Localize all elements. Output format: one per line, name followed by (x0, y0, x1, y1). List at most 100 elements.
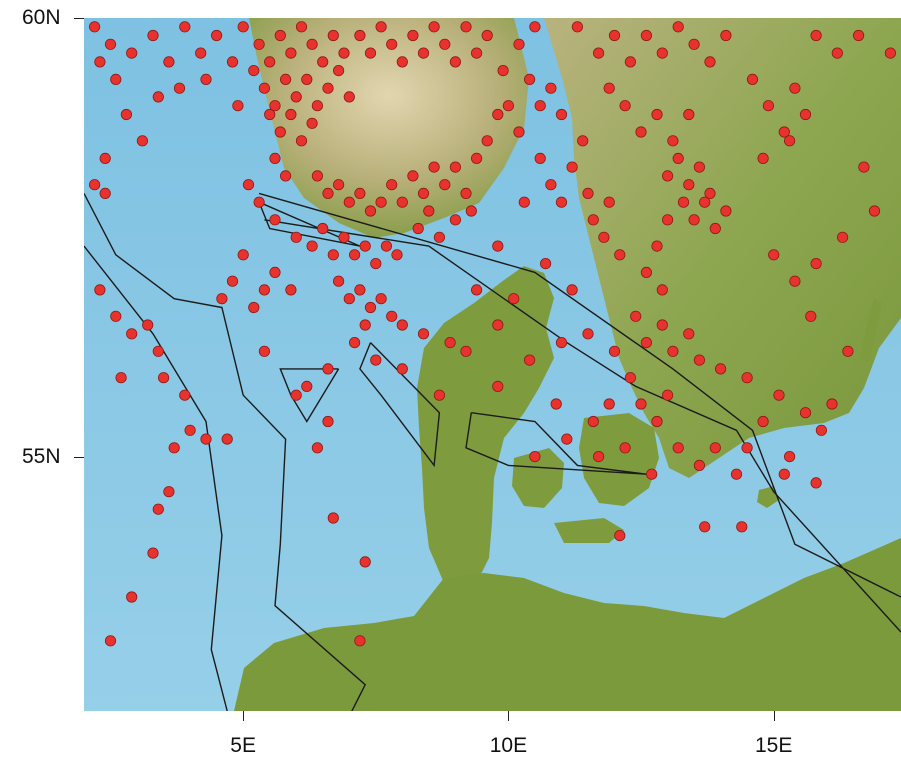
earthquake-point[interactable] (317, 56, 329, 68)
earthquake-point[interactable] (826, 398, 838, 410)
earthquake-point[interactable] (789, 275, 801, 287)
seismicity-map[interactable] (84, 18, 901, 711)
earthquake-point[interactable] (555, 108, 568, 121)
earthquake-point[interactable] (226, 275, 239, 287)
earthquake-point[interactable] (290, 91, 302, 103)
earthquake-point[interactable] (720, 29, 732, 42)
earthquake-point[interactable] (831, 47, 843, 59)
earthquake-point[interactable] (327, 29, 339, 42)
earthquake-point[interactable] (195, 47, 207, 59)
earthquake-point[interactable] (311, 170, 323, 182)
earthquake-point[interactable] (640, 266, 653, 278)
earthquake-point[interactable] (179, 21, 191, 33)
earthquake-point[interactable] (322, 415, 334, 428)
earthquake-point[interactable] (582, 187, 594, 199)
earthquake-point[interactable] (672, 442, 684, 454)
earthquake-point[interactable] (359, 240, 371, 252)
earthquake-point[interactable] (683, 328, 695, 340)
earthquake-point[interactable] (386, 179, 398, 191)
earthquake-point[interactable] (375, 293, 387, 305)
earthquake-point[interactable] (364, 301, 377, 314)
earthquake-point[interactable] (868, 205, 881, 217)
earthquake-point[interactable] (661, 389, 674, 401)
earthquake-point[interactable] (566, 284, 578, 296)
earthquake-point[interactable] (295, 21, 308, 33)
earthquake-point[interactable] (460, 345, 472, 357)
earthquake-point[interactable] (338, 47, 350, 59)
earthquake-point[interactable] (635, 398, 647, 410)
earthquake-point[interactable] (142, 319, 154, 331)
earthquake-point[interactable] (704, 187, 716, 199)
earthquake-point[interactable] (714, 363, 727, 375)
earthquake-point[interactable] (693, 354, 706, 366)
earthquake-point[interactable] (656, 284, 668, 296)
earthquake-point[interactable] (640, 29, 653, 42)
earthquake-point[interactable] (842, 345, 854, 357)
earthquake-point[interactable] (407, 29, 419, 42)
earthquake-point[interactable] (343, 196, 355, 208)
earthquake-point[interactable] (603, 196, 615, 208)
earthquake-point[interactable] (730, 468, 743, 480)
earthquake-point[interactable] (523, 73, 536, 86)
earthquake-point[interactable] (158, 372, 170, 384)
earthquake-point[interactable] (656, 47, 668, 59)
earthquake-point[interactable] (396, 319, 408, 331)
earthquake-point[interactable] (200, 433, 212, 445)
earthquake-point[interactable] (248, 301, 260, 314)
earthquake-point[interactable] (126, 328, 138, 340)
earthquake-point[interactable] (94, 56, 106, 68)
earthquake-point[interactable] (460, 21, 472, 33)
earthquake-point[interactable] (561, 433, 573, 445)
earthquake-point[interactable] (672, 21, 684, 33)
earthquake-point[interactable] (327, 249, 339, 261)
earthquake-point[interactable] (274, 126, 286, 138)
earthquake-point[interactable] (518, 196, 530, 208)
earthquake-point[interactable] (709, 442, 721, 454)
earthquake-point[interactable] (269, 214, 281, 226)
earthquake-point[interactable] (534, 100, 546, 112)
earthquake-point[interactable] (566, 161, 578, 173)
earthquake-point[interactable] (693, 459, 706, 471)
earthquake-point[interactable] (311, 442, 323, 454)
earthquake-point[interactable] (805, 310, 817, 322)
earthquake-point[interactable] (120, 108, 133, 121)
earthquake-point[interactable] (327, 512, 339, 524)
earthquake-point[interactable] (508, 293, 520, 305)
earthquake-point[interactable] (470, 47, 483, 59)
earthquake-point[interactable] (359, 319, 371, 331)
earthquake-point[interactable] (126, 47, 138, 59)
earthquake-point[interactable] (253, 196, 265, 208)
earthquake-point[interactable] (396, 363, 408, 375)
earthquake-point[interactable] (688, 38, 700, 50)
earthquake-point[interactable] (248, 64, 260, 77)
earthquake-point[interactable] (481, 29, 493, 42)
earthquake-point[interactable] (757, 415, 769, 428)
earthquake-point[interactable] (417, 47, 430, 59)
earthquake-point[interactable] (449, 161, 461, 173)
earthquake-point[interactable] (460, 187, 472, 199)
earthquake-point[interactable] (126, 591, 138, 603)
earthquake-point[interactable] (492, 240, 504, 252)
earthquake-point[interactable] (301, 73, 313, 86)
earthquake-point[interactable] (513, 38, 525, 50)
earthquake-point[interactable] (375, 21, 387, 33)
earthquake-point[interactable] (317, 222, 329, 235)
earthquake-point[interactable] (603, 82, 615, 94)
earthquake-point[interactable] (709, 222, 721, 235)
earthquake-point[interactable] (481, 135, 493, 147)
earthquake-point[interactable] (306, 117, 318, 129)
earthquake-point[interactable] (741, 372, 753, 384)
earthquake-point[interactable] (762, 100, 775, 112)
earthquake-point[interactable] (433, 389, 445, 401)
earthquake-point[interactable] (523, 354, 536, 366)
earthquake-point[interactable] (264, 108, 276, 121)
earthquake-point[interactable] (417, 187, 430, 199)
earthquake-point[interactable] (587, 214, 599, 226)
earthquake-point[interactable] (364, 205, 377, 217)
earthquake-point[interactable] (789, 82, 801, 94)
earthquake-point[interactable] (322, 363, 334, 375)
earthquake-point[interactable] (253, 38, 265, 50)
earthquake-point[interactable] (285, 47, 297, 59)
earthquake-point[interactable] (539, 258, 552, 270)
earthquake-point[interactable] (370, 258, 382, 270)
